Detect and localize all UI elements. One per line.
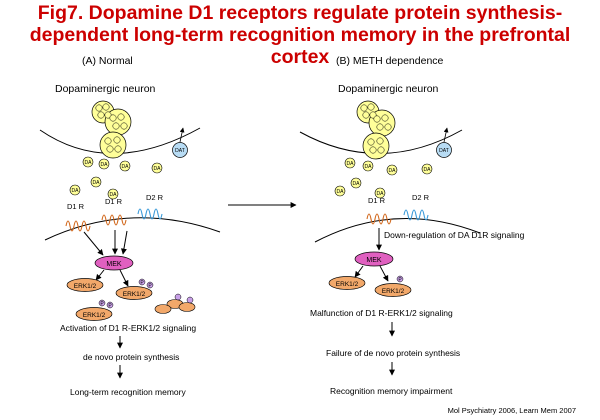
dat-label: DAT — [439, 148, 449, 154]
vesicle-cluster — [356, 100, 396, 160]
svg-text:DA: DA — [154, 166, 162, 172]
pathway-step: Long-term recognition memory — [70, 387, 186, 397]
erk-label: ERK1/2 — [74, 283, 97, 290]
phospho-groups: P P P P — [98, 278, 154, 309]
phospho-groups: P — [396, 275, 404, 283]
citation: Mol Psychiatry 2006, Learn Mem 2007 — [448, 406, 576, 415]
receptor-label-d1: D1 R — [105, 197, 123, 206]
erk-kinase — [115, 286, 153, 300]
signal-arrow — [120, 230, 128, 255]
erk-label: ERK1/2 — [83, 312, 106, 319]
erk-kinase — [66, 278, 104, 292]
title-line-1: Fig7. Dopamine D1 receptors regulate pro… — [37, 2, 563, 24]
erk-label: ERK1/2 — [123, 291, 146, 298]
neuron-label: Dopaminergic neuron — [55, 83, 156, 95]
svg-text:DA: DA — [93, 180, 101, 186]
erk-kinase — [75, 307, 113, 321]
svg-text:P: P — [100, 301, 104, 307]
pathway-step: Failure of de novo protein synthesis — [326, 348, 460, 358]
panel-heading: (B) METH dependence — [336, 55, 444, 67]
pathway-step: Activation of D1 R-ERK1/2 signaling — [60, 323, 196, 333]
erk-cluster — [154, 293, 196, 314]
pathway-step: Malfunction of D1 R-ERK1/2 signaling — [310, 308, 453, 318]
dopamine-molecules: DA DA DA DA DA DA DA — [334, 157, 433, 199]
vesicle — [99, 131, 127, 159]
svg-text:DA: DA — [72, 188, 80, 194]
pathway-step: de novo protein synthesis — [83, 352, 179, 362]
reuptake-arrow — [179, 127, 185, 143]
svg-text:DA: DA — [353, 181, 361, 187]
mek-kinase — [354, 251, 394, 267]
dat-label: DAT — [175, 148, 185, 154]
pathway-step: Recognition memory impairment — [330, 386, 453, 396]
vesicle-cluster — [91, 100, 132, 159]
mek-kinase — [94, 255, 134, 271]
svg-text:DA: DA — [347, 161, 355, 167]
svg-text:DA: DA — [122, 164, 130, 170]
erk-kinase — [328, 276, 366, 290]
mek-label: MEK — [106, 261, 122, 268]
panel-normal: (A) Normal Dopaminergic neuron DAT DA DA… — [39, 55, 221, 397]
svg-text:DA: DA — [424, 167, 432, 173]
d2-receptor — [137, 208, 163, 220]
receptor-label-d1: D1 R — [67, 202, 85, 211]
signal-arrow — [354, 265, 364, 278]
svg-text:P: P — [140, 280, 144, 286]
signal-arrow — [119, 269, 129, 287]
dopamine-molecules: DA DA DA DA DA DA DA — [69, 156, 163, 200]
erk-kinase — [374, 283, 412, 297]
svg-text:P: P — [398, 277, 402, 283]
dat-transporter — [436, 142, 452, 158]
erk-label: ERK1/2 — [336, 281, 359, 288]
title-line-2: dependent long-term recognition memory i… — [29, 24, 571, 68]
postsynaptic-membrane — [44, 217, 221, 241]
svg-text:DA: DA — [110, 192, 118, 198]
erk-label: ERK1/2 — [382, 288, 405, 295]
signal-arrow — [83, 231, 104, 256]
signal-arrow — [379, 265, 389, 282]
reuptake-arrow — [443, 127, 449, 143]
svg-text:P: P — [108, 303, 112, 309]
annotation: Down-regulation of DA D1R signaling — [384, 230, 525, 240]
svg-text:DA: DA — [85, 160, 93, 166]
panel-meth-dependence: (B) METH dependence Dopaminergic neuron … — [299, 55, 525, 396]
postsynaptic-membrane — [314, 217, 481, 243]
panel-heading: (A) Normal — [82, 55, 133, 67]
d1-receptor — [366, 213, 392, 225]
svg-text:DA: DA — [101, 162, 109, 168]
d2-receptor — [403, 209, 429, 221]
d1-receptor — [65, 220, 91, 232]
mek-label: MEK — [366, 257, 382, 264]
svg-text:DA: DA — [365, 164, 373, 170]
svg-text:P: P — [148, 283, 152, 289]
svg-text:DA: DA — [377, 191, 385, 197]
svg-text:DA: DA — [389, 168, 397, 174]
receptor-label-d1: D1 R — [368, 196, 386, 205]
signal-arrow — [95, 269, 105, 281]
dat-transporter — [172, 142, 188, 158]
receptor-label-d2: D2 R — [412, 193, 430, 202]
receptor-label-d2: D2 R — [146, 193, 164, 202]
figure-title: Fig7. Dopamine D1 receptors regulate pro… — [0, 2, 600, 68]
svg-text:DA: DA — [337, 189, 345, 195]
d1-receptor — [101, 214, 127, 226]
neuron-label: Dopaminergic neuron — [338, 83, 439, 95]
